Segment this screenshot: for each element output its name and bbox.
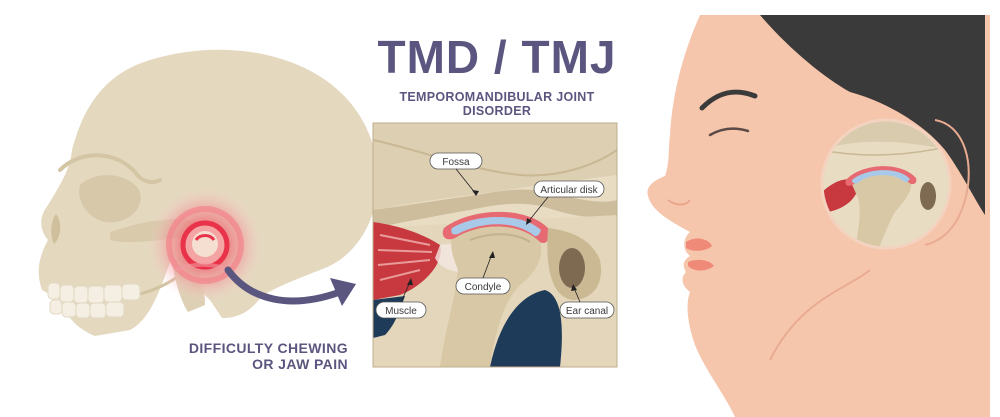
upper-teeth — [47, 282, 141, 304]
arrow-head — [330, 278, 356, 306]
articular-disk-shape — [442, 211, 550, 244]
label-muscle: Muscle — [375, 278, 427, 319]
page-subtitle: TEMPOROMANDIBULAR JOINT DISORDER — [399, 90, 595, 118]
face-profile — [647, 15, 990, 417]
lower-teeth — [49, 299, 125, 319]
caption-line-2: OR JAW PAIN — [252, 356, 348, 372]
condyle-shape — [440, 224, 542, 367]
ear-canal-shape — [559, 248, 585, 288]
svg-text:Ear canal: Ear canal — [566, 306, 608, 317]
label-fossa: Fossa — [429, 152, 483, 196]
arrow-to-detail — [224, 266, 344, 305]
eye — [708, 127, 750, 137]
nasal-cavity — [51, 214, 61, 244]
label-ear-canal: Ear canal — [559, 284, 615, 319]
svg-text:Articular disk: Articular disk — [540, 185, 598, 196]
eye-socket — [79, 175, 141, 223]
ear-outline — [924, 119, 970, 246]
eyebrow — [699, 89, 758, 111]
fossa-shape — [373, 189, 617, 228]
detail-panel: Fossa Articular disk Condyle Muscle Ear … — [372, 122, 618, 368]
zoom-circle — [820, 118, 952, 250]
lips — [686, 238, 712, 251]
nostril — [667, 199, 691, 206]
neck-line — [769, 269, 871, 361]
svg-text:Condyle: Condyle — [465, 282, 502, 293]
caption-line-1: DIFFICULTY CHEWING — [188, 340, 348, 356]
pain-indicator — [147, 187, 263, 303]
brow-ridge — [58, 153, 162, 184]
label-articular-disk: Articular disk — [526, 180, 605, 225]
label-condyle: Condyle — [455, 251, 511, 295]
svg-text:Fossa: Fossa — [442, 157, 470, 168]
hair — [760, 15, 985, 215]
muscle-shape — [373, 222, 441, 300]
page-title: TMD / TMJ — [377, 31, 617, 83]
svg-text:Muscle: Muscle — [385, 306, 417, 317]
